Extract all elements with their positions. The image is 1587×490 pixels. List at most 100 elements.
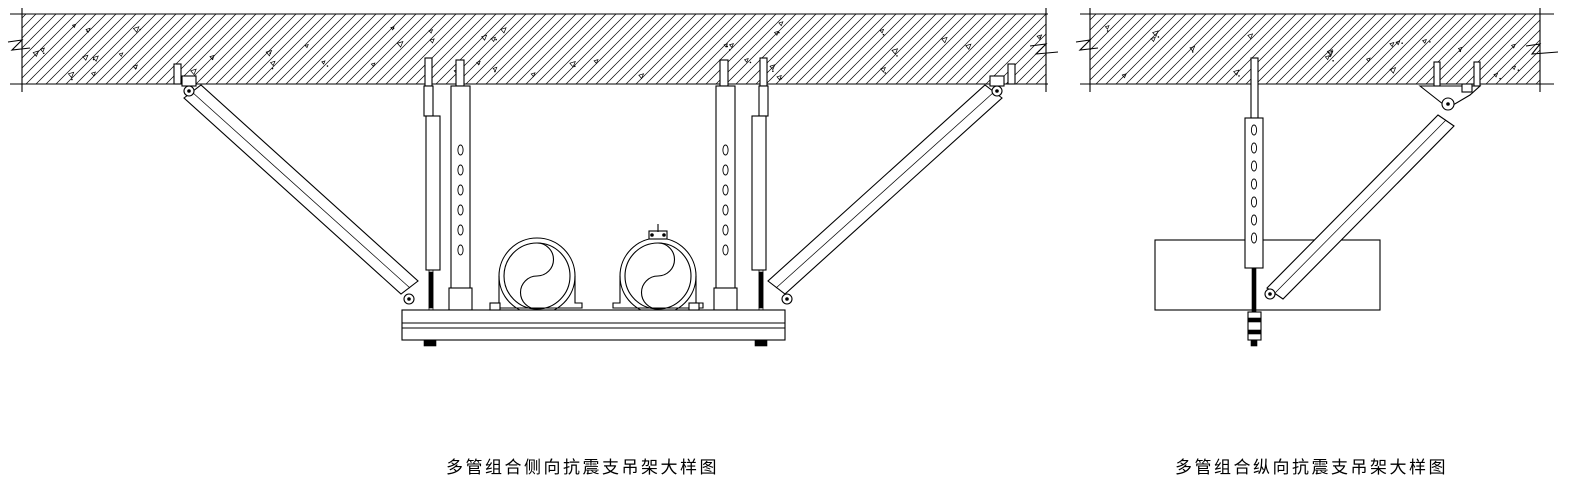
aggregate-dot <box>1401 42 1403 44</box>
aggregate-dot <box>728 49 731 51</box>
right-diagonal-brace <box>767 63 1016 305</box>
aggregate-mark <box>1233 69 1240 76</box>
aggregate-dot <box>884 72 887 74</box>
right-inner-channel <box>713 59 738 311</box>
aggregate-mark <box>1247 33 1254 40</box>
aggregate-dot <box>478 63 480 65</box>
slot-hole <box>1250 196 1258 208</box>
aggregate-dot <box>135 67 137 69</box>
aggregate-mark <box>593 59 599 65</box>
aggregate-dot <box>42 52 45 55</box>
aggregate-mark <box>1121 73 1127 79</box>
slot-hole <box>1250 124 1258 136</box>
aggregate-mark <box>879 28 885 34</box>
slot-hole <box>1250 160 1258 172</box>
longitudinal-view <box>1075 8 1559 347</box>
slot-hole <box>722 164 729 176</box>
slot-hole <box>457 224 464 236</box>
aggregate-mark <box>1150 36 1156 43</box>
aggregate-dot <box>574 65 576 68</box>
aggregate-mark <box>778 21 784 27</box>
aggregate-dot <box>1390 68 1392 71</box>
aggregate-mark <box>321 60 326 65</box>
aggregate-dot <box>326 65 329 67</box>
aggregate-dot <box>271 67 274 70</box>
aggregate-mark <box>1457 46 1463 52</box>
aggregate-mark <box>481 34 488 41</box>
aggregate-mark <box>132 26 140 33</box>
slot-hole <box>457 204 464 216</box>
aggregate-dot <box>780 77 783 80</box>
aggregate-mark <box>891 48 899 55</box>
lateral-view <box>7 8 1059 347</box>
aggregate-mark <box>1389 67 1397 74</box>
aggregate-dot <box>139 28 141 31</box>
aggregate-mark <box>1326 49 1334 56</box>
aggregate-marks <box>1104 25 1520 80</box>
slot-hole <box>722 144 729 156</box>
aggregate-mark <box>1189 45 1196 52</box>
aggregate-mark <box>530 72 536 78</box>
pipe-2 <box>612 224 704 315</box>
aggregate-dot <box>1332 60 1334 62</box>
aggregate-mark <box>723 43 728 48</box>
aggregate-dot <box>1329 55 1331 58</box>
aggregate-mark <box>32 50 40 57</box>
aggregate-mark <box>1511 65 1517 71</box>
aggregate-mark <box>1422 38 1427 44</box>
aggregate-dot <box>896 55 898 57</box>
aggregate-dot <box>1106 30 1109 32</box>
aggregate-mark <box>118 52 124 58</box>
slot-hole <box>1250 232 1258 244</box>
aggregate-dot <box>494 70 496 73</box>
aggregate-dot <box>71 78 73 81</box>
slot-hole <box>1250 214 1258 226</box>
aggregate-mark <box>769 64 776 71</box>
concrete-slab-left <box>7 8 1059 92</box>
aggregate-mark <box>965 43 972 51</box>
aggregate-dot <box>495 38 497 41</box>
aggregate-mark <box>776 74 782 81</box>
slot-hole <box>1250 142 1258 154</box>
slot-hole <box>457 164 464 176</box>
aggregate-dot <box>749 61 752 64</box>
aggregate-mark <box>1152 30 1159 38</box>
left-inner-channel <box>448 59 473 311</box>
left-diagonal-brace <box>173 63 419 305</box>
aggregate-dot <box>86 30 89 32</box>
concrete-slab-right <box>1075 8 1559 92</box>
slot-hole <box>457 144 464 156</box>
aggregate-mark <box>569 61 576 68</box>
aggregate-mark <box>638 73 645 80</box>
aggregate-mark <box>396 41 404 48</box>
aggregate-dot <box>1499 77 1501 80</box>
aggregate-mark <box>743 58 749 63</box>
aggregate-dot <box>92 58 95 61</box>
slot-hole <box>722 244 729 256</box>
caption-lateral: 多管组合侧向抗震支吊架大样图 <box>446 458 719 478</box>
aggregate-mark <box>304 43 309 49</box>
aggregate-dot <box>1039 36 1041 38</box>
aggregate-mark <box>773 30 780 36</box>
longitudinal-pipe <box>1154 239 1381 311</box>
aggregate-dot <box>392 27 395 30</box>
slot-hole <box>457 184 464 196</box>
aggregate-dot <box>1238 75 1240 77</box>
aggregate-mark <box>190 68 197 76</box>
aggregate-dot <box>1517 69 1520 71</box>
aggregate-dot <box>882 33 885 36</box>
right-outer-rod <box>751 57 769 310</box>
aggregate-dot <box>1459 50 1462 53</box>
aggregate-dot <box>778 31 780 34</box>
aggregate-dot <box>1157 36 1160 38</box>
aggregate-mark <box>39 47 45 53</box>
aggregate-mark <box>90 71 96 77</box>
aggregate-mark <box>370 62 376 68</box>
aggregate-dot <box>1429 41 1431 43</box>
aggregate-mark <box>941 36 948 44</box>
aggregate-dot <box>726 45 729 48</box>
caption-longitudinal: 多管组合纵向抗震支吊架大样图 <box>1175 458 1448 478</box>
slot-hole <box>1250 178 1258 190</box>
aggregate-mark <box>269 60 276 67</box>
